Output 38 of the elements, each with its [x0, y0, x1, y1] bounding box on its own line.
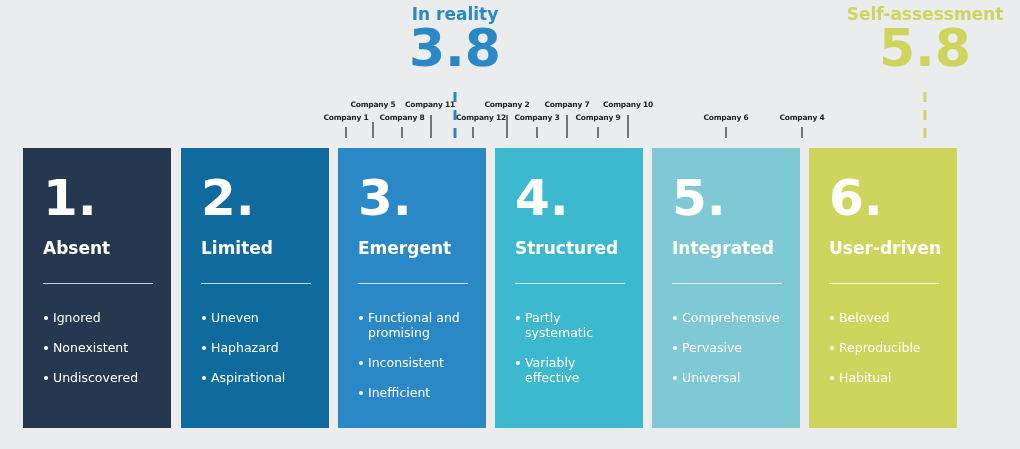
level-number: 1. [43, 168, 97, 228]
level-title: Limited [201, 237, 274, 260]
level-number: 4. [515, 168, 569, 228]
level-card [181, 148, 329, 428]
bullet-item: Inconsistent [358, 355, 468, 370]
bullet-item: Inefficient [358, 385, 468, 400]
bullet-item: Partly systematic [515, 310, 625, 340]
level-title: Integrated [672, 237, 774, 260]
level-number: 6. [829, 168, 883, 228]
level-title: Emergent [358, 237, 452, 260]
bullet-item: Habitual [829, 370, 939, 385]
level-title: User-driven [829, 237, 941, 260]
bullet-item: Universal [672, 370, 782, 385]
level-card [652, 148, 800, 428]
level-number: 5. [672, 168, 726, 228]
level-title: Structured [515, 237, 619, 260]
score-heading: In reality [411, 6, 499, 23]
level-title: Absent [43, 237, 111, 260]
bullet-item: Functional and promising [358, 310, 468, 340]
score-value: 5.8 [878, 22, 972, 74]
level-card [338, 148, 486, 428]
bullet-item: Comprehensive [672, 310, 782, 325]
bullet-item: Haphazard [201, 340, 311, 355]
bullet-item: Beloved [829, 310, 939, 325]
bullet-item: Aspirational [201, 370, 311, 385]
bullet-item: Reproducible [829, 340, 939, 355]
level-card [23, 148, 171, 428]
level-card [809, 148, 957, 428]
level-number: 3. [358, 168, 412, 228]
level-card [495, 148, 643, 428]
bullet-item: Uneven [201, 310, 311, 325]
bullet-item: Ignored [43, 310, 153, 325]
bullet-item: Pervasive [672, 340, 782, 355]
bullet-item: Undiscovered [43, 370, 153, 385]
bullet-item: Variably effective [515, 355, 625, 385]
bullet-item: Nonexistent [43, 340, 153, 355]
score-heading: Self-assessment [846, 6, 1004, 23]
level-number: 2. [201, 168, 255, 228]
